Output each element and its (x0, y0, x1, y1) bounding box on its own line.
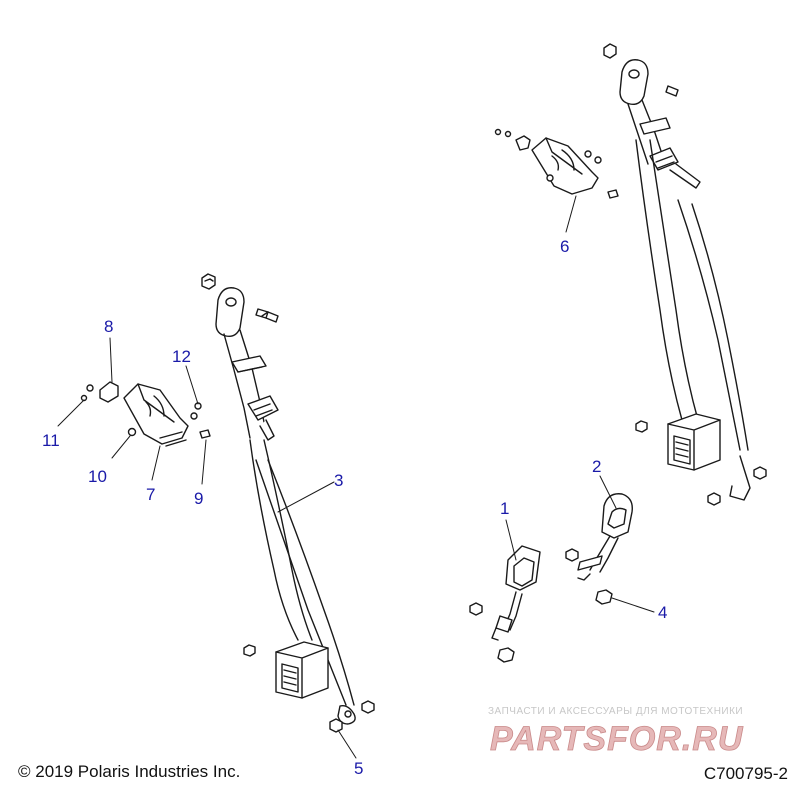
leader-5 (337, 729, 357, 759)
left-bracket-group (80, 381, 211, 447)
callout-1: 1 (500, 499, 510, 518)
right-seat-belt-assembly (603, 43, 767, 506)
leader-6 (565, 195, 577, 233)
leader-4 (611, 597, 655, 613)
callout-4: 4 (658, 603, 668, 622)
svg-text:PARTSFOR.RU: PARTSFOR.RU (490, 720, 744, 758)
right-bracket-group (494, 128, 619, 199)
callout-7: 7 (146, 485, 156, 504)
leader-2 (599, 475, 617, 509)
leader-3 (277, 481, 335, 513)
callout-8: 8 (104, 317, 114, 336)
watermark-tagline: ЗАПЧАСТИ И АКСЕССУАРЫ ДЛЯ МОТОТЕХНИКИ (488, 706, 744, 717)
buckle-1 (469, 545, 541, 663)
leader-9 (201, 439, 207, 485)
watermark-logo-icon: PARTSFOR.RU (490, 720, 744, 758)
callout-5: 5 (354, 759, 364, 778)
callout-12: 12 (172, 347, 191, 366)
leader-1 (505, 519, 517, 561)
callout-3: 3 (334, 471, 344, 490)
callout-11: 11 (42, 431, 60, 450)
drawing-code: C700795-2 (703, 764, 788, 783)
callout-10: 10 (88, 467, 107, 486)
left-seat-belt-assembly (201, 273, 375, 733)
buckle-2 (565, 493, 633, 605)
callout-2: 2 (592, 457, 602, 476)
leader-7 (151, 445, 161, 481)
leader-8 (109, 337, 113, 383)
copyright-text: © 2019 Polaris Industries Inc. (18, 762, 241, 781)
leader-11 (57, 399, 85, 427)
callout-6: 6 (560, 237, 570, 256)
leader-10 (111, 435, 131, 459)
callout-9: 9 (194, 489, 204, 508)
leader-12 (185, 365, 199, 405)
